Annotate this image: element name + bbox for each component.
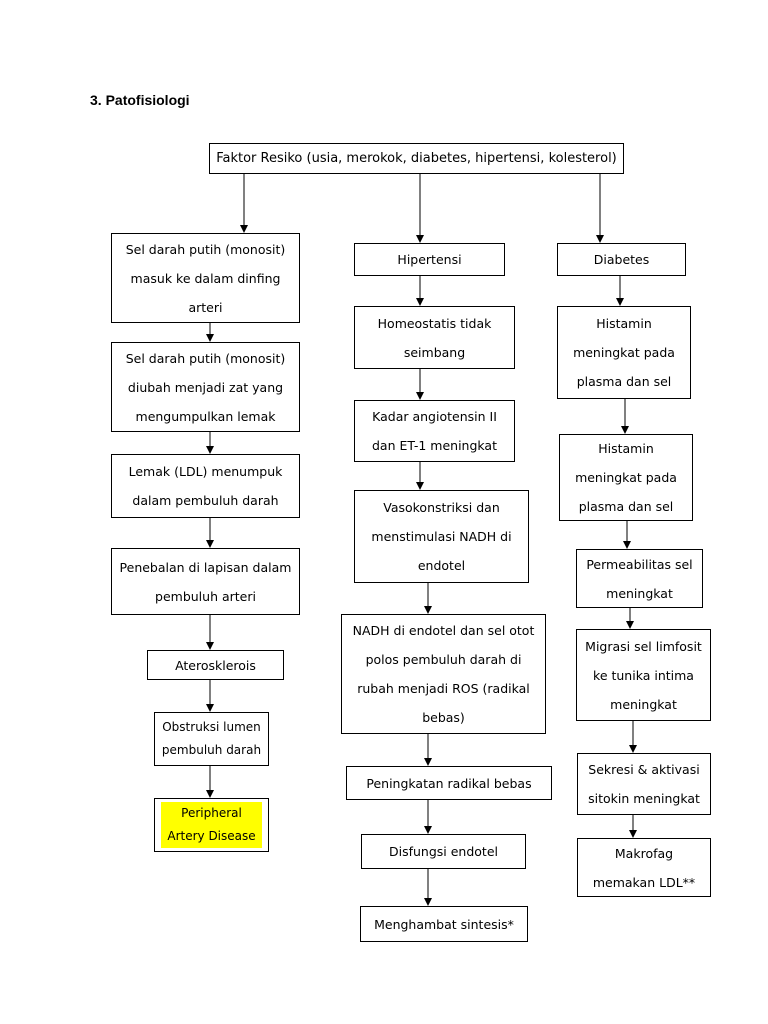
middle-node-8: Menghambat sintesis*: [360, 906, 528, 942]
right-node-2: Histamin meningkat pada plasma dan sel: [557, 306, 691, 399]
right-node-6: Sekresi & aktivasi sitokin meningkat: [577, 753, 711, 815]
left-node-4: Penebalan di lapisan dalam pembuluh arte…: [111, 548, 300, 615]
middle-node-3: Kadar angiotensin II dan ET-1 meningkat: [354, 400, 515, 462]
left-node-6: Obstruksi lumen pembuluh darah: [154, 712, 269, 766]
left-node-2: Sel darah putih (monosit) diubah menjadi…: [111, 342, 300, 432]
middle-node-4: Vasokonstriksi dan menstimulasi NADH di …: [354, 490, 529, 583]
left-node-1: Sel darah putih (monosit) masuk ke dalam…: [111, 233, 300, 323]
root-node-risk-factors: Faktor Resiko (usia, merokok, diabetes, …: [209, 143, 624, 174]
right-node-3: Histamin meningkat pada plasma dan sel: [559, 434, 693, 521]
section-heading: 3. Patofisiologi: [90, 92, 190, 108]
highlighted-text: Peripheral Artery Disease: [161, 802, 262, 848]
middle-node-5: NADH di endotel dan sel otot polos pembu…: [341, 614, 546, 734]
left-node-3: Lemak (LDL) menumpuk dalam pembuluh dara…: [111, 454, 300, 518]
right-node-4: Permeabilitas sel meningkat: [576, 549, 703, 608]
middle-node-2: Homeostatis tidak seimbang: [354, 306, 515, 369]
middle-node-1: Hipertensi: [354, 243, 505, 276]
middle-node-7: Disfungsi endotel: [361, 834, 526, 869]
left-node-7: Peripheral Artery Disease: [154, 798, 269, 852]
right-node-1: Diabetes: [557, 243, 686, 276]
left-node-5: Aterosklerois: [147, 650, 284, 680]
middle-node-6: Peningkatan radikal bebas: [346, 766, 552, 800]
right-node-7: Makrofag memakan LDL**: [577, 838, 711, 897]
right-node-5: Migrasi sel limfosit ke tunika intima me…: [576, 629, 711, 721]
